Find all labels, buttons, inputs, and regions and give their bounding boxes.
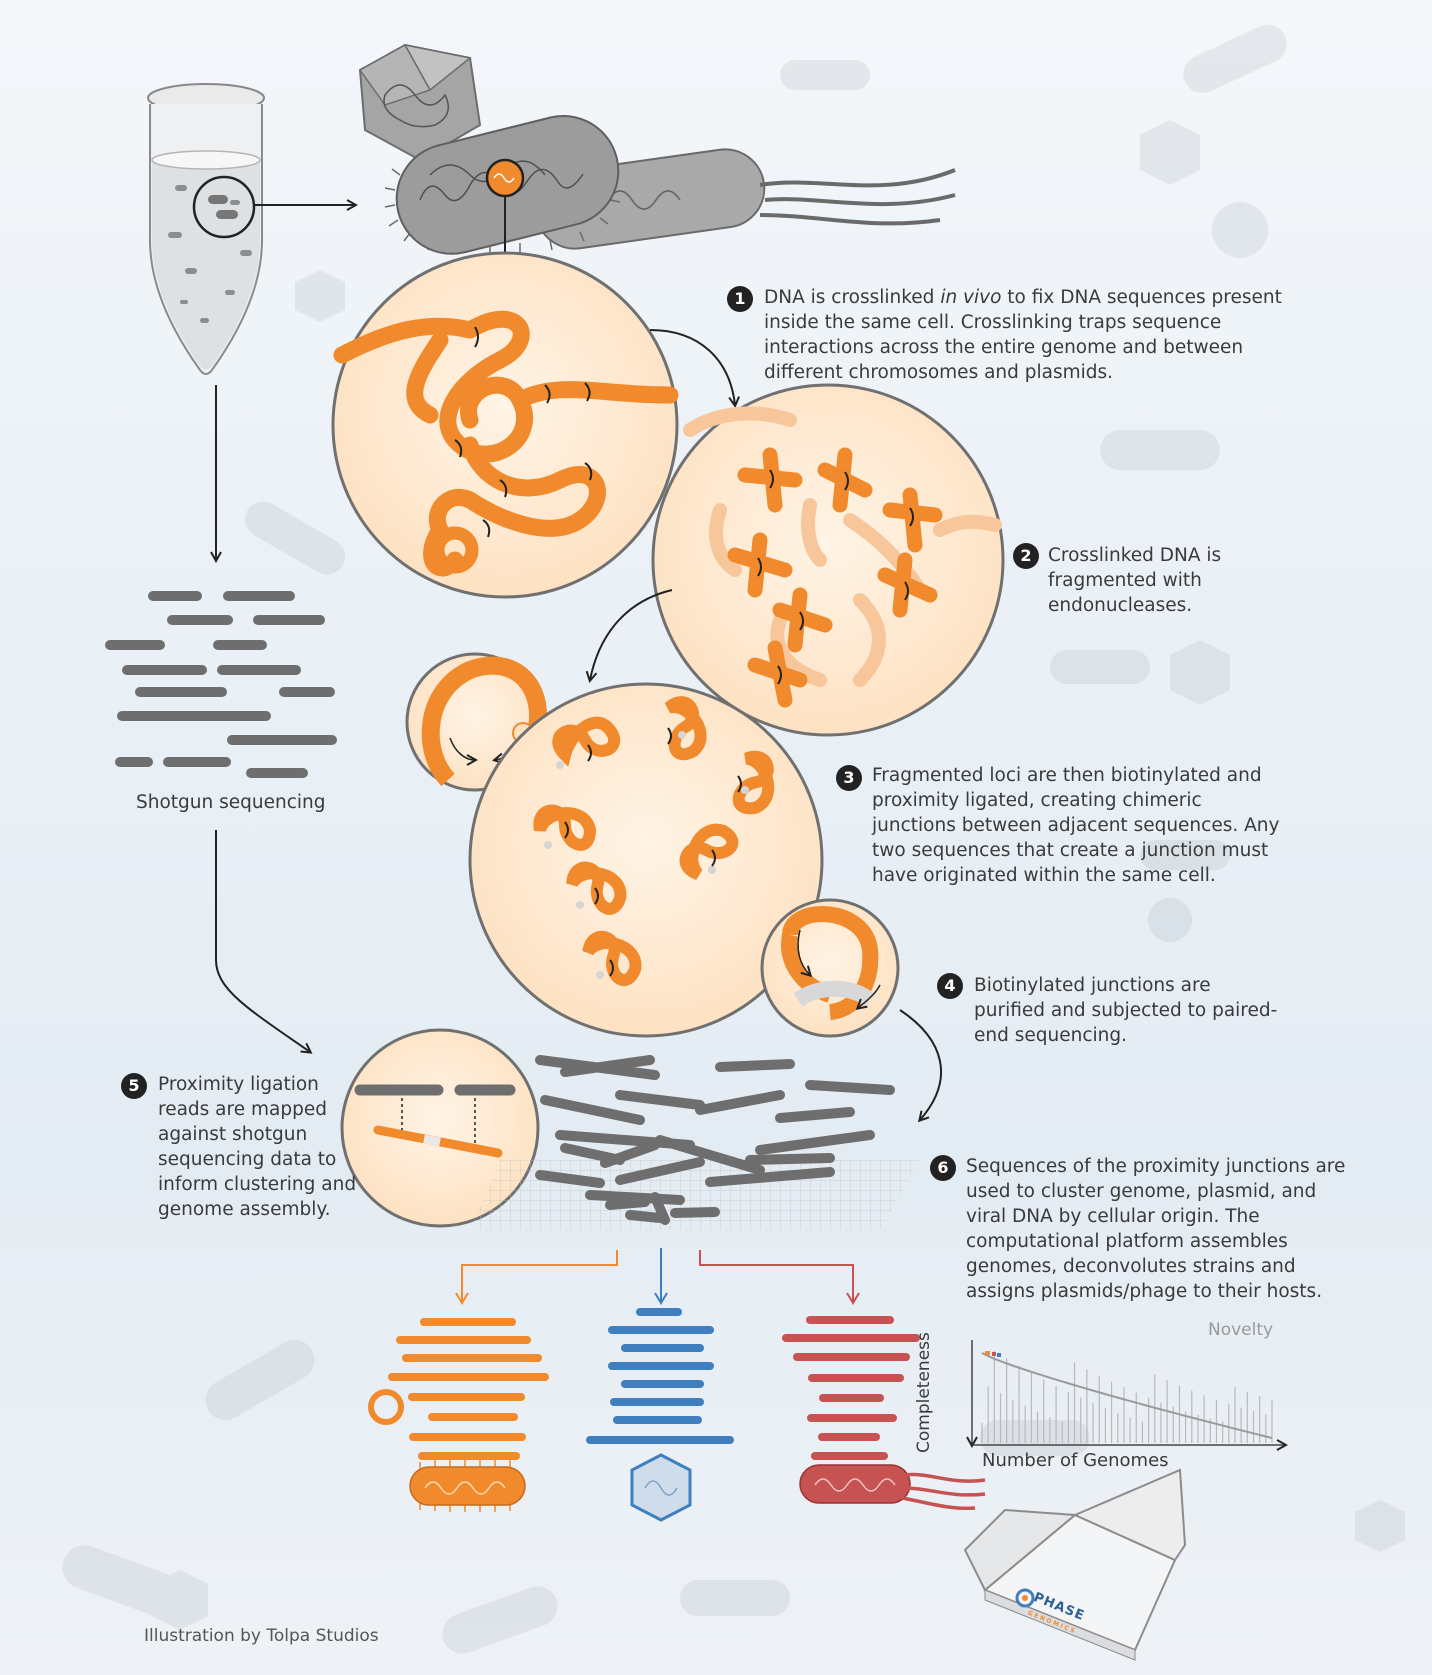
test-tube xyxy=(148,84,264,374)
circle-fragmented-dna xyxy=(653,385,1003,735)
step-6-text: Sequences of the proximity junctions are… xyxy=(966,1154,1346,1304)
chart-y-label: Completeness xyxy=(914,1333,934,1453)
step-1-text-emphasis: in vivo xyxy=(940,287,1001,308)
step-1-text-start: DNA is crosslinked xyxy=(764,287,940,308)
step-3-text: Fragmented loci are then biotinylated an… xyxy=(872,763,1287,888)
illustration-credit: Illustration by Tolpa Studios xyxy=(144,1626,379,1646)
circle-purified-junction xyxy=(762,900,898,1036)
step-5-text: Proximity ligation reads are mapped agai… xyxy=(158,1072,368,1222)
mini-chart xyxy=(972,1340,1285,1445)
step-2-badge: 2 xyxy=(1013,543,1039,569)
chart-x-label: Number of Genomes xyxy=(982,1450,1169,1471)
blue-virus xyxy=(632,1455,690,1520)
stack-orange-bacterial-genome xyxy=(392,1322,545,1456)
stack-blue-viral-genome xyxy=(590,1312,730,1440)
step-4-text: Biotinylated junctions are purified and … xyxy=(974,973,1279,1048)
step-5-badge: 5 xyxy=(121,1073,147,1099)
step-4-badge: 4 xyxy=(937,973,963,999)
shotgun-label: Shotgun sequencing xyxy=(136,792,326,813)
shotgun-reads xyxy=(110,596,332,773)
step-6-badge: 6 xyxy=(930,1155,956,1181)
step-1-text: DNA is crosslinked in vivo to fix DNA se… xyxy=(764,285,1324,385)
step-1-badge: 1 xyxy=(727,286,753,312)
plasmid-circle xyxy=(371,1392,401,1422)
circle-crosslinked-dna xyxy=(333,253,677,597)
chart-series-label: Novelty xyxy=(1208,1320,1273,1340)
step-3-badge: 3 xyxy=(836,765,862,791)
orange-bacterium xyxy=(410,1459,525,1512)
step-2-text: Crosslinked DNA is fragmented with endon… xyxy=(1048,543,1238,618)
stack-red-host-genome xyxy=(786,1320,916,1456)
red-bacterium xyxy=(800,1465,985,1508)
